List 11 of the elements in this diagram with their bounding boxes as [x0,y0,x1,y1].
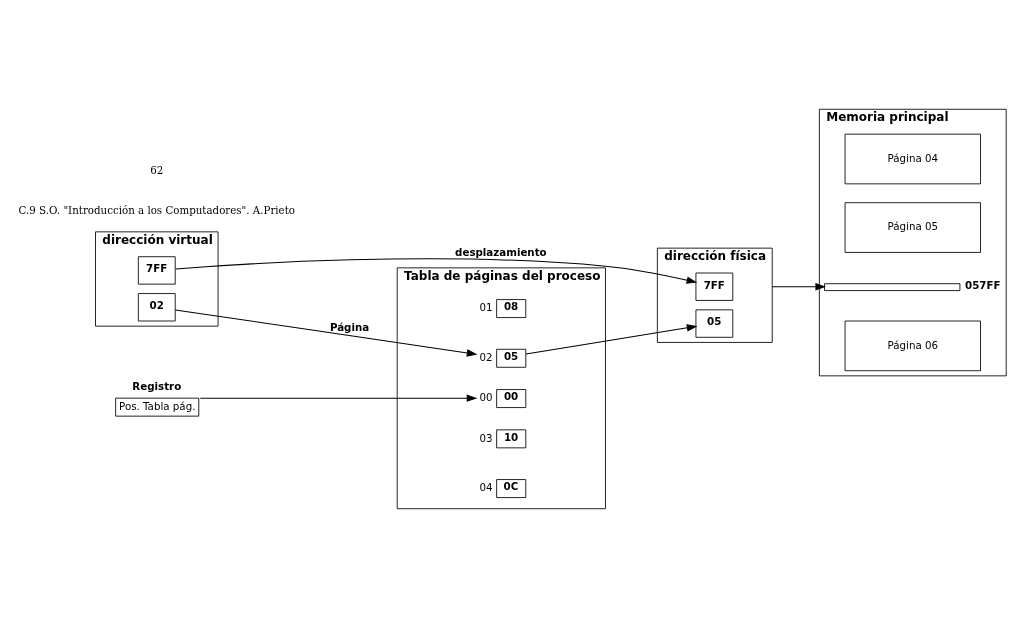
node-label: Registro [132,380,182,393]
node-label: 04 [479,481,493,494]
edge-label: desplazamiento [455,245,547,258]
label: C.9 S.O. "Introducción a los Computadores". A.Prieto [18,203,295,216]
edge-label: Página [329,320,370,333]
node-label: 01 [479,301,493,314]
node-label: 00 [479,391,493,404]
node-label: 057FF [965,278,1001,291]
label: 62 [150,163,164,176]
node-label: 03 [479,431,493,444]
node-label: 02 [479,350,493,363]
